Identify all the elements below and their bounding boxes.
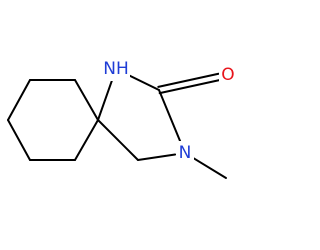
atom-o1: O: [219, 63, 237, 87]
bond-n2-c8: [137, 153, 177, 161]
bond-c6-c1: [74, 79, 99, 121]
molecule-structure-diagram: NH O N: [7, 57, 237, 179]
atom-n1: NH: [102, 57, 130, 81]
atom-n1-background: [102, 57, 130, 81]
atom-n2-label: N: [179, 143, 192, 163]
bond-n1-c7: [125, 73, 160, 91]
bond-c7-o1-line-b: [157, 72, 220, 88]
bond-c3-c4: [7, 119, 31, 161]
bond-c4-c5: [7, 79, 31, 121]
atom-o1-label: O: [221, 65, 234, 85]
bonds-group: [7, 72, 227, 179]
bond-c7-o1-line-a: [158, 79, 221, 95]
atom-n2-background: [176, 141, 194, 165]
atom-n2: N: [176, 141, 194, 165]
bond-n2-c9: [192, 157, 227, 179]
bond-c7-n2: [158, 89, 183, 145]
atom-n1-label: NH: [103, 59, 129, 79]
bond-c1-n1: [97, 79, 114, 121]
bond-c8-c1: [97, 119, 139, 161]
atom-labels-group: NH O N: [102, 57, 237, 165]
bond-c1-c2: [74, 119, 99, 161]
atom-o1-background: [219, 63, 237, 87]
